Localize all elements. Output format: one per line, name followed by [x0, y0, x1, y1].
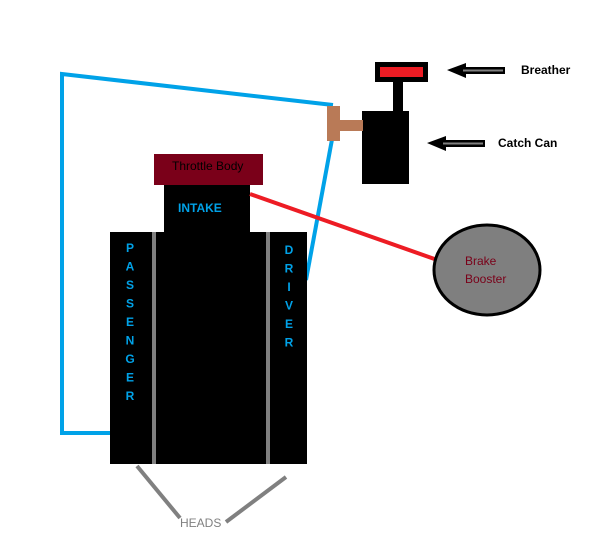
passenger-letter: P: [126, 241, 134, 255]
driver-letter: V: [285, 299, 293, 313]
catch-can-fitting-tube: [333, 120, 363, 131]
breather-label: Breather: [521, 63, 571, 77]
breather-cap-inner: [380, 67, 423, 77]
heads-label: HEADS: [180, 516, 221, 530]
passenger-letter: S: [126, 297, 134, 311]
heads-pointer-right: [224, 475, 288, 524]
passenger-vent-line: [60, 71, 334, 435]
passenger-letter: E: [126, 315, 134, 329]
driver-letter: E: [285, 317, 293, 331]
driver-letter: R: [285, 262, 294, 276]
brake-booster-label-line2: Booster: [465, 272, 506, 286]
passenger-letter: R: [126, 389, 135, 403]
intake: [164, 183, 250, 235]
driver-letter: I: [287, 280, 290, 294]
intake-label: INTAKE: [178, 201, 222, 215]
driver-letter: R: [285, 336, 294, 350]
breather-stem: [393, 82, 403, 112]
catch-can: [362, 111, 409, 184]
passenger-letter: A: [126, 260, 135, 274]
catch-can-label: Catch Can: [498, 136, 557, 150]
brake-booster: [432, 223, 542, 317]
catch-can-arrow-icon: [427, 136, 485, 151]
throttle-body: [154, 154, 263, 185]
driver-vent-line: [304, 133, 335, 281]
brake-booster-label-line1: Brake: [465, 254, 497, 268]
vacuum-line: [249, 192, 444, 264]
catch-can-fitting: [327, 106, 340, 141]
breather-arrow-icon: [447, 63, 505, 78]
passenger-letter: S: [126, 278, 134, 292]
heads-pointer-left: [135, 464, 182, 520]
passenger-letter: E: [126, 371, 134, 385]
engine-block: [110, 232, 307, 464]
passenger-letter: N: [126, 334, 135, 348]
passenger-letter: G: [125, 352, 134, 366]
throttle-body-label: Throttle Body: [172, 159, 243, 173]
driver-letter: D: [285, 243, 294, 257]
